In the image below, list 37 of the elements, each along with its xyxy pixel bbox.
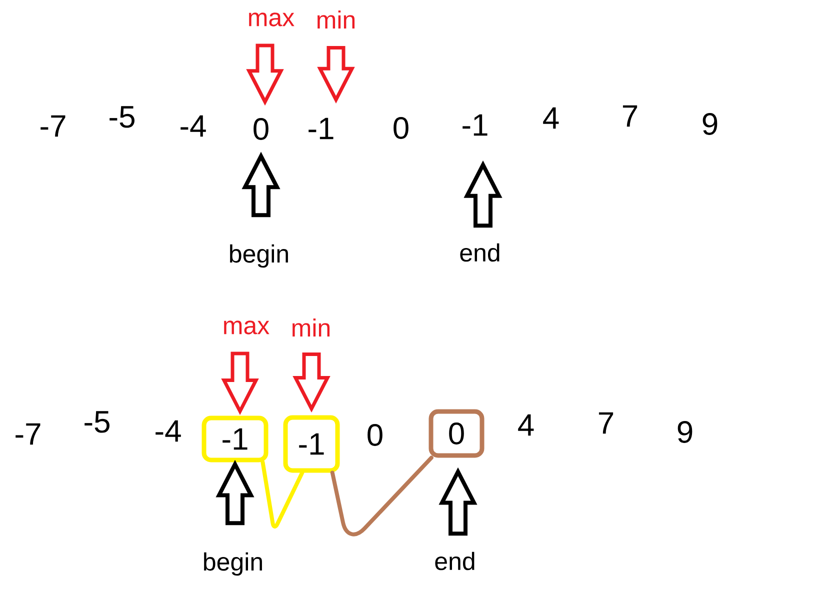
block-arrow <box>246 44 284 106</box>
highlight-box: -1 <box>202 416 268 462</box>
block-arrow <box>242 152 280 218</box>
block-arrow <box>221 352 259 416</box>
number: 0 <box>254 118 268 140</box>
block-arrow <box>464 160 502 228</box>
block-arrow <box>216 460 254 526</box>
number: -1 <box>462 114 488 136</box>
pointer-label: begin <box>230 244 288 268</box>
pointer-label: min <box>318 10 355 29</box>
number: 4 <box>518 414 534 436</box>
number: -7 <box>40 115 66 137</box>
number: 9 <box>702 113 718 135</box>
highlight-box: -1 <box>283 415 340 473</box>
block-arrow <box>438 467 478 536</box>
number: 7 <box>598 412 614 434</box>
block-arrow <box>292 352 330 413</box>
highlight-box: 0 <box>428 409 484 458</box>
number: -7 <box>16 423 40 445</box>
block-arrow <box>317 46 355 104</box>
pointer-label: end <box>460 243 500 262</box>
pointer-label: max <box>224 320 270 334</box>
number: 9 <box>678 421 692 443</box>
number: 7 <box>622 105 638 127</box>
connector-curve <box>330 456 434 536</box>
pointer-label: max <box>249 12 294 26</box>
pointer-label: begin <box>204 552 262 576</box>
pointer-label: min <box>292 318 330 337</box>
pointer-label: end <box>435 552 474 570</box>
number: -4 <box>180 115 206 137</box>
number: 0 <box>394 117 408 139</box>
number: 0 <box>368 424 382 446</box>
number: -5 <box>84 411 110 433</box>
number: -1 <box>308 118 334 140</box>
number: 4 <box>543 107 559 129</box>
number: -5 <box>110 106 134 128</box>
connector-curve <box>260 460 304 529</box>
